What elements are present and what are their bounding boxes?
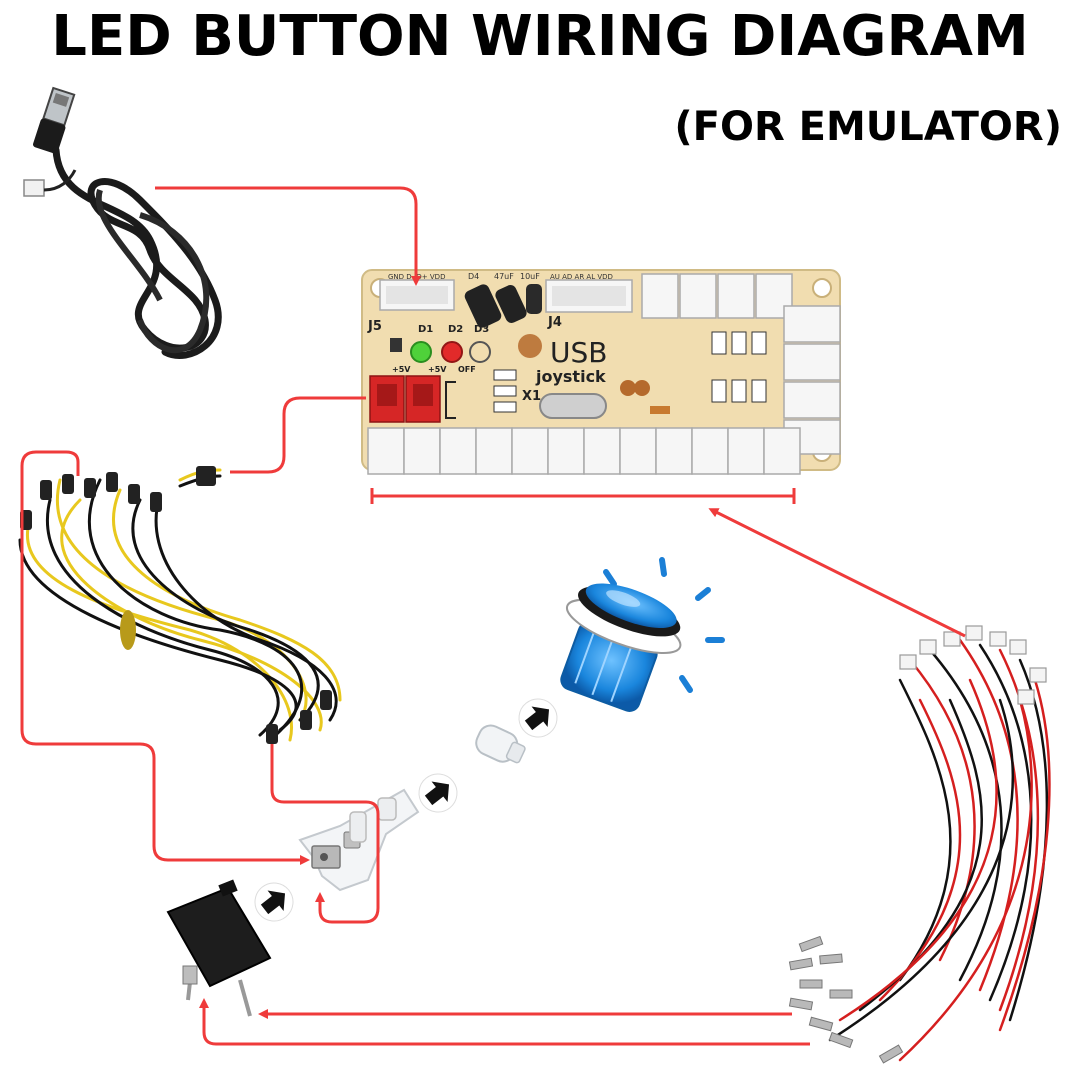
board-label-10uf: 10uF [520, 272, 540, 281]
board-label-5v-a: +5V [392, 365, 411, 374]
board-label-d2: D2 [448, 324, 463, 335]
assembly-arrows [254, 698, 558, 922]
red-led [441, 341, 463, 363]
wire-to-switch-line-b [199, 998, 810, 1046]
top-button-connectors [641, 273, 793, 319]
bottom-button-connectors [367, 427, 801, 475]
usb-to-board-line [155, 186, 421, 286]
page-subtitle: (FOR EMULATOR) [674, 104, 1062, 150]
green-led [410, 341, 432, 363]
power-to-harness-line [230, 396, 366, 474]
board-label-47uf: 47uF [494, 272, 514, 281]
harness-to-holder-line-b [270, 744, 380, 924]
arrow-right-icon [254, 882, 294, 922]
button-glow-rays [603, 557, 725, 693]
led-power-connectors [369, 375, 441, 423]
usb-plug-icon [33, 86, 76, 154]
led-bulb [475, 724, 526, 764]
crystal-oscillator [539, 393, 607, 419]
harness-to-holder-line-a [20, 450, 310, 865]
connector-row-bracket [370, 488, 796, 504]
led-holder [298, 788, 420, 892]
board-label-d1: D1 [418, 324, 433, 335]
usb-encoder-board: GND D- D+ VDD D4 47uF 10uF AU AD AR AL V… [361, 269, 841, 475]
arrow-right-icon [518, 698, 558, 738]
board-label-j4: J4 [547, 315, 562, 330]
board-label-x1: X1 [522, 389, 541, 404]
page-title: LED BUTTON WIRING DIAGRAM [51, 4, 1029, 69]
board-label-d4: D4 [468, 272, 479, 281]
arrow-right-icon [418, 773, 458, 813]
usb-cable [23, 86, 222, 359]
harness-plug [196, 466, 216, 486]
led-wire-harness [18, 466, 342, 744]
led-arcade-button [560, 557, 725, 712]
board-label-dir-pins: AU AD AR AL VDD [550, 273, 613, 281]
resistor-array [711, 331, 767, 403]
board-label-j5: J5 [367, 319, 382, 334]
connection-lines [20, 186, 966, 1046]
microswitch [166, 879, 272, 1017]
board-label-5v-b: +5V [428, 365, 447, 374]
board-label-usb: USB [550, 336, 607, 369]
board-label-joystick: joystick [535, 367, 606, 386]
board-label-d3: D3 [474, 324, 489, 335]
board-label-off: OFF [458, 365, 476, 374]
harness-to-board-line [708, 508, 966, 638]
small-jst-plug [23, 169, 77, 197]
button-wire-harness [788, 625, 1051, 1064]
